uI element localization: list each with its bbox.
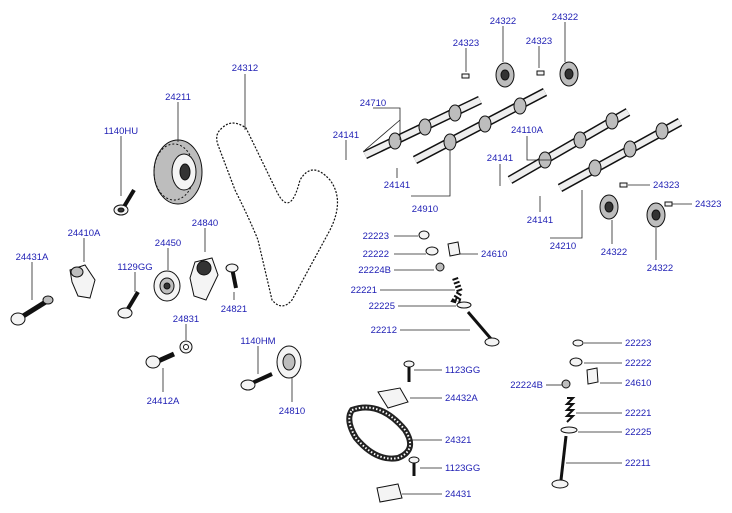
- bolt-1140HU: [113, 188, 136, 216]
- bolt-24431A: [10, 295, 54, 326]
- sprocket-24322-b: [559, 61, 579, 87]
- label-22223-a: 22223: [363, 231, 389, 242]
- label-24810: 24810: [279, 406, 305, 417]
- label-22224B-a: 22224B: [358, 265, 391, 276]
- label-24710: 24710: [360, 98, 386, 109]
- label-22211: 22211: [625, 458, 651, 469]
- sprocket-24322-a: [495, 62, 515, 88]
- idler-24450: [153, 270, 181, 302]
- label-24141-b: 24141: [384, 180, 410, 191]
- label-24450: 24450: [155, 238, 181, 249]
- label-24323-b: 24323: [526, 36, 552, 47]
- bolts-1123GG: [403, 360, 420, 476]
- label-22221-b: 22221: [625, 408, 651, 419]
- cover-24432A: [377, 387, 409, 409]
- bracket-24431: [376, 483, 403, 503]
- label-22212: 22212: [371, 325, 397, 336]
- label-22225-b: 22225: [625, 427, 651, 438]
- label-24210: 24210: [550, 241, 576, 252]
- keys-24323: [461, 70, 673, 207]
- bracket-24410A: [69, 264, 96, 299]
- label-24431: 24431: [445, 489, 471, 500]
- label-24322-d: 24322: [647, 263, 673, 274]
- camshaft-24910: [412, 88, 548, 164]
- label-24410A: 24410A: [68, 228, 101, 239]
- label-22222-b: 22222: [625, 358, 651, 369]
- bolt-24412A: [145, 351, 176, 369]
- label-1123GG-b: 1123GG: [445, 463, 480, 474]
- label-24412A: 24412A: [147, 396, 180, 407]
- label-24323-d: 24323: [695, 199, 721, 210]
- label-24432A: 24432A: [445, 393, 478, 404]
- label-24840: 24840: [192, 218, 218, 229]
- valve-train-lower: [551, 339, 599, 489]
- valve-train-upper: [418, 230, 500, 347]
- label-24831: 24831: [173, 314, 199, 325]
- pin-24821: [225, 263, 239, 289]
- label-24141-c: 24141: [487, 153, 513, 164]
- sprocket-24322-c: [599, 194, 619, 220]
- label-24211: 24211: [165, 92, 191, 103]
- washer-24831: [179, 340, 193, 354]
- label-22224B-b: 22224B: [510, 380, 543, 391]
- camshaft-24110A: [507, 108, 631, 184]
- label-22221-a: 22221: [351, 285, 377, 296]
- label-1140HU: 1140HU: [104, 126, 138, 137]
- label-24821: 24821: [221, 304, 247, 315]
- label-1123GG-a: 1123GG: [445, 365, 480, 376]
- label-24321: 24321: [445, 435, 471, 446]
- label-24322-c: 24322: [601, 247, 627, 258]
- part-labels: 24312 24211 1140HU 24840 24450 24410A 24…: [16, 12, 722, 500]
- leader-lines: [31, 22, 692, 495]
- bolt-1129GG: [117, 290, 140, 319]
- camshaft-24210: [557, 118, 683, 192]
- label-22223-b: 22223: [625, 338, 651, 349]
- sprocket-24211: [153, 139, 203, 205]
- label-1129GG: 1129GG: [117, 262, 152, 273]
- label-24141-a: 24141: [333, 130, 359, 141]
- label-24910: 24910: [412, 204, 438, 215]
- label-24322-a: 24322: [490, 16, 516, 27]
- sprocket-24322-d: [646, 202, 666, 228]
- roller-24810: [276, 345, 302, 379]
- label-22222-a: 22222: [363, 249, 389, 260]
- label-24610-b: 24610: [625, 378, 651, 389]
- bolt-1140HM: [240, 372, 273, 391]
- label-22225-a: 22225: [369, 301, 395, 312]
- label-24110A: 24110A: [511, 125, 544, 136]
- belt-24321: [346, 404, 414, 462]
- camshaft-24710: [363, 95, 482, 160]
- label-24141-d: 24141: [527, 215, 553, 226]
- label-24323-a: 24323: [453, 38, 479, 49]
- label-24312: 24312: [232, 63, 258, 74]
- label-24431A: 24431A: [16, 252, 49, 263]
- label-24323-c: 24323: [653, 180, 679, 191]
- tensioner-24840: [189, 257, 219, 301]
- label-1140HM: 1140HM: [240, 336, 275, 347]
- label-24322-b: 24322: [552, 12, 578, 23]
- timing-belt-24312: [215, 122, 339, 307]
- label-24610-a: 24610: [481, 249, 507, 260]
